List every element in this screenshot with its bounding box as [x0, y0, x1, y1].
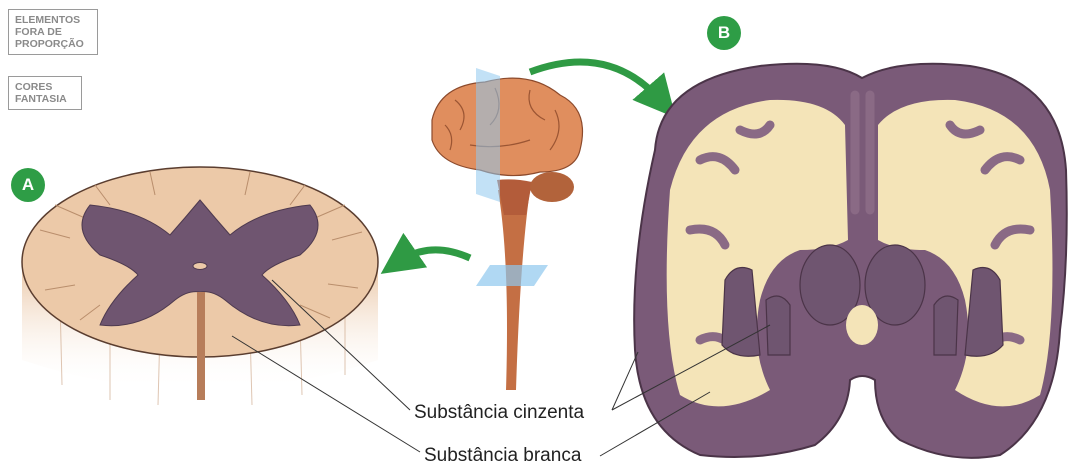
- transverse-plane: [476, 265, 548, 286]
- label-white-matter: Substância branca: [424, 445, 581, 467]
- spinal-cord-stalk: [498, 190, 530, 390]
- badge-a: A: [11, 168, 45, 202]
- spinal-cord-section: [22, 167, 378, 405]
- globus-right: [934, 296, 958, 355]
- cerebellum: [530, 172, 574, 202]
- cerebrum: [432, 78, 583, 175]
- arrow-to-cord: [398, 250, 470, 262]
- coronal-plane: [476, 68, 500, 202]
- label-gray-matter: Substância cinzenta: [414, 402, 584, 424]
- badge-b: B: [707, 16, 741, 50]
- anterior-fissure: [197, 292, 205, 400]
- brain-overview: [432, 68, 583, 390]
